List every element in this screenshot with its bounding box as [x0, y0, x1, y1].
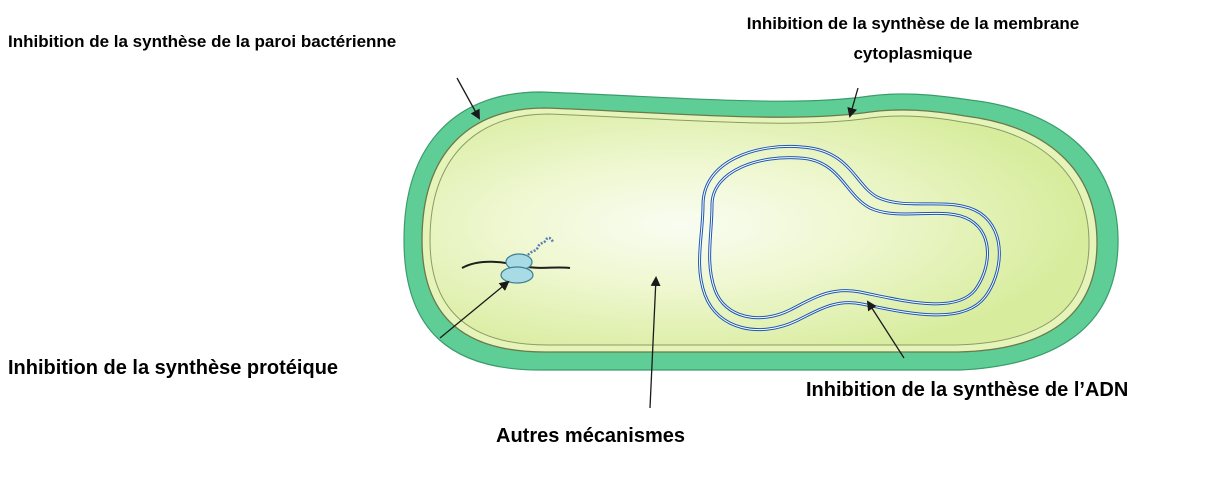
label-cell-wall-inhibition: Inhibition de la synthèse de la paroi ba…: [8, 31, 396, 52]
label-dna-inhibition: Inhibition de la synthèse de l’ADN: [806, 378, 1128, 403]
label-protein-inhibition: Inhibition de la synthèse protéique: [8, 356, 338, 381]
label-membrane-inhibition: Inhibition de la synthèse de la membrane…: [683, 9, 1143, 69]
label-membrane-line1: Inhibition de la synthèse de la membrane: [683, 9, 1143, 39]
label-membrane-line2: cytoplasmique: [683, 39, 1143, 69]
label-other-mechanisms: Autres mécanismes: [496, 424, 685, 449]
